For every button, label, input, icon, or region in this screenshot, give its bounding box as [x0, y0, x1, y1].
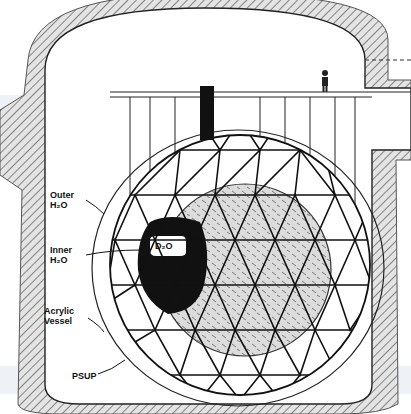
cavern-wall — [45, 8, 411, 404]
tunnel-line — [365, 60, 411, 61]
region-label: D₂O — [155, 241, 185, 251]
geodesic-frame — [100, 120, 380, 400]
person-icon — [322, 70, 328, 92]
cavity-outline — [92, 130, 384, 406]
region-label: Outer H₂O — [50, 190, 86, 210]
leader-lines — [86, 200, 140, 374]
region-label: Inner H₂O — [50, 245, 86, 265]
part-label: Acrylic Vessel — [44, 306, 88, 326]
inner-water-region — [138, 217, 207, 314]
vessel-neck — [200, 86, 214, 140]
psup-sphere — [110, 135, 370, 395]
psup-outline — [110, 135, 370, 395]
part-label: PSUP — [72, 371, 112, 381]
deck — [110, 96, 372, 97]
deck — [110, 91, 411, 92]
